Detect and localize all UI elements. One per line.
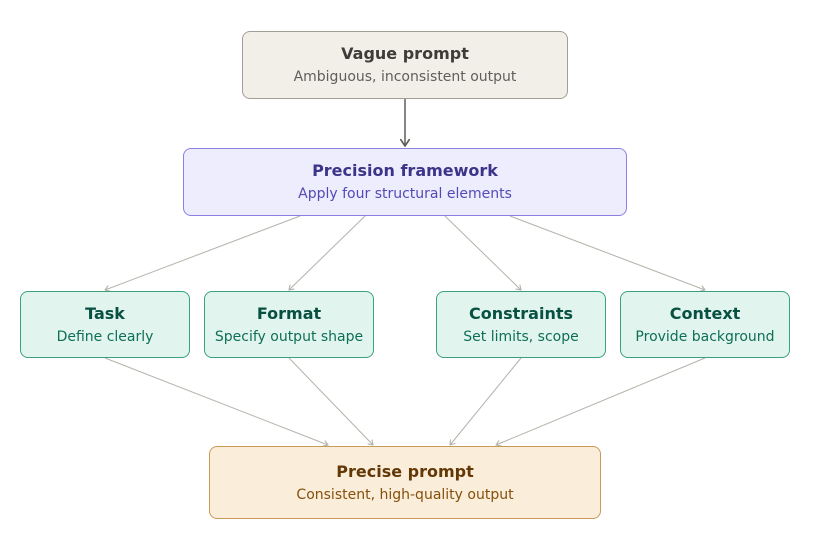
precision-framework-node: Precision framework Apply four structura… bbox=[183, 148, 627, 216]
vague-prompt-node: Vague prompt Ambiguous, inconsistent out… bbox=[242, 31, 568, 99]
element-node-format: Format Specify output shape bbox=[204, 291, 374, 358]
element-node-context: Context Provide background bbox=[620, 291, 790, 358]
precise-prompt-subtitle: Consistent, high-quality output bbox=[296, 486, 514, 503]
element-subtitle: Provide background bbox=[635, 328, 775, 345]
element-subtitle: Specify output shape bbox=[214, 328, 364, 345]
arrow-framework-to-format bbox=[288, 215, 366, 291]
element-node-constraints: Constraints Set limits, scope bbox=[436, 291, 606, 358]
precise-prompt-title: Precise prompt bbox=[336, 461, 474, 481]
arrow-format-to-precise bbox=[288, 357, 374, 446]
arrow-context-to-precise bbox=[495, 357, 706, 447]
precision-framework-subtitle: Apply four structural elements bbox=[298, 186, 512, 202]
element-title: Constraints bbox=[468, 303, 574, 323]
element-title: Context bbox=[669, 303, 741, 323]
arrow-framework-to-task bbox=[104, 215, 301, 292]
arrow-constraints-to-precise bbox=[449, 357, 522, 446]
vague-prompt-title: Vague prompt bbox=[341, 44, 469, 63]
element-subtitle: Define clearly bbox=[56, 328, 154, 345]
element-subtitle: Set limits, scope bbox=[463, 328, 579, 345]
element-title: Task bbox=[85, 303, 125, 323]
vague-prompt-subtitle: Ambiguous, inconsistent output bbox=[293, 69, 517, 85]
precise-prompt-node: Precise prompt Consistent, high-quality … bbox=[209, 446, 601, 519]
precision-framework-title: Precision framework bbox=[312, 161, 498, 180]
element-node-task: Task Define clearly bbox=[20, 291, 190, 358]
arrow-task-to-precise bbox=[104, 357, 329, 447]
arrow-framework-to-context bbox=[509, 215, 706, 292]
arrow-framework-to-constraints bbox=[444, 215, 522, 291]
element-title: Format bbox=[256, 303, 322, 323]
